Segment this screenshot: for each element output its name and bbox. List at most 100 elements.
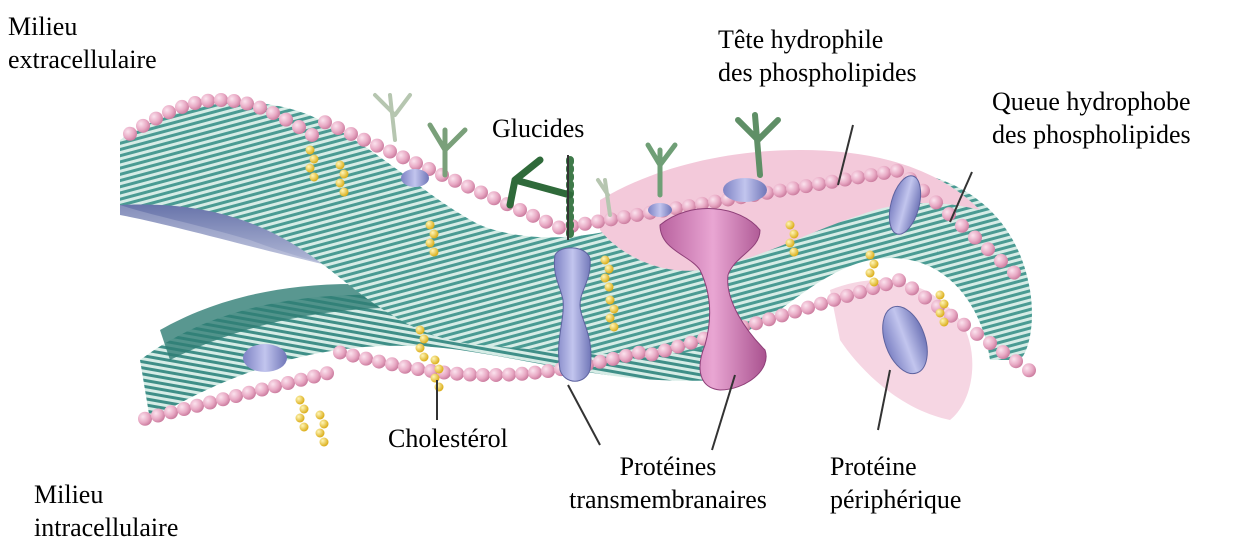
bead — [164, 405, 178, 419]
cholesterol-bead — [610, 323, 619, 332]
bead — [853, 285, 867, 299]
cholesterol-bead — [300, 405, 309, 414]
cholesterol-bead — [866, 251, 875, 260]
bead — [593, 355, 607, 369]
cholesterol-bead — [790, 230, 799, 239]
cholesterol-bead — [940, 300, 949, 309]
bead — [461, 180, 475, 194]
bead — [983, 336, 997, 350]
cholesterol-bead — [606, 314, 615, 323]
cholesterol-bead — [310, 155, 319, 164]
cholesterol-bead — [420, 353, 429, 362]
bead — [216, 392, 230, 406]
bead — [138, 412, 152, 426]
protein-upper-left — [401, 169, 429, 187]
bead — [318, 115, 332, 129]
bead — [268, 379, 282, 393]
cholesterol-bead — [296, 396, 305, 405]
bead — [136, 119, 150, 133]
cholesterol-bead — [340, 188, 349, 197]
label-queue-line1: Queue hydrophobe — [992, 85, 1191, 118]
bead — [851, 170, 865, 184]
bead — [762, 312, 776, 326]
bead — [450, 367, 464, 381]
bead — [684, 336, 698, 350]
bead — [1007, 266, 1021, 280]
bead — [281, 376, 295, 390]
bead — [411, 362, 425, 376]
bead — [918, 291, 932, 305]
bead — [905, 281, 919, 295]
bead — [814, 297, 828, 311]
bead — [773, 184, 787, 198]
bead — [840, 289, 854, 303]
bead — [357, 133, 371, 147]
cholesterol-bead — [601, 274, 610, 283]
label-proteines-transmembranaires: Protéines transmembranaires — [548, 450, 788, 516]
bead — [346, 349, 360, 363]
cholesterol-bead — [296, 414, 305, 423]
cholesterol-bead — [430, 248, 439, 257]
bead — [708, 195, 722, 209]
cholesterol-bead — [306, 164, 315, 173]
cholesterol-bead — [316, 411, 325, 420]
bead — [489, 368, 503, 382]
cholesterol-bead — [416, 326, 425, 335]
label-proteines-line2: transmembranaires — [548, 483, 788, 516]
label-queue-hydrophobe: Queue hydrophobe des phospholipides — [992, 85, 1191, 151]
bead — [645, 347, 659, 361]
label-milieu-intra-line2: intracellulaire — [34, 511, 178, 543]
bead — [409, 156, 423, 170]
cholesterol-bead — [340, 170, 349, 179]
bead — [825, 175, 839, 189]
cholesterol-bead — [430, 230, 439, 239]
bead — [307, 370, 321, 384]
bead — [513, 203, 527, 217]
bead — [617, 210, 631, 224]
label-milieu-extra-line2: extracellulaire — [8, 43, 157, 76]
bead — [591, 215, 605, 229]
bead — [526, 209, 540, 223]
cholesterol-bead — [320, 420, 329, 429]
bead — [528, 366, 542, 380]
bead — [476, 368, 490, 382]
bead — [331, 121, 345, 135]
cholesterol-bead — [786, 239, 795, 248]
label-milieu-intra-line1: Milieu — [34, 478, 178, 511]
bead — [1022, 363, 1036, 377]
label-tete-line1: Tête hydrophile — [718, 23, 917, 56]
bead — [892, 273, 906, 287]
bead — [177, 402, 191, 416]
label-milieu-extracellulaire: Milieu extracellulaire — [8, 10, 157, 76]
bead — [359, 352, 373, 366]
bead — [292, 120, 306, 134]
label-milieu-intracellulaire: Milieu intracellulaire — [34, 478, 178, 543]
bead — [240, 97, 254, 111]
cholesterol-bead — [605, 283, 614, 292]
bead — [227, 94, 241, 108]
bead — [398, 360, 412, 374]
bead — [864, 168, 878, 182]
cholesterol-bead — [300, 423, 309, 432]
bead — [996, 345, 1010, 359]
bead — [370, 139, 384, 153]
bead — [214, 93, 228, 107]
bead — [541, 364, 555, 378]
bead — [149, 112, 163, 126]
cholesterol-bead — [601, 256, 610, 265]
cholesterol-bead — [416, 344, 425, 353]
cholesterol-bead — [431, 374, 440, 383]
bead — [827, 293, 841, 307]
bead — [203, 396, 217, 410]
cholesterol-bead — [866, 269, 875, 278]
cholesterol-bead — [790, 248, 799, 257]
bead — [188, 96, 202, 110]
bead — [123, 127, 137, 141]
label-tete-line2: des phospholipides — [718, 56, 917, 89]
cholesterol-bead — [426, 221, 435, 230]
bead — [749, 316, 763, 330]
bead — [981, 242, 995, 256]
bead — [632, 346, 646, 360]
bead — [877, 166, 891, 180]
cholesterol-bead — [940, 318, 949, 327]
